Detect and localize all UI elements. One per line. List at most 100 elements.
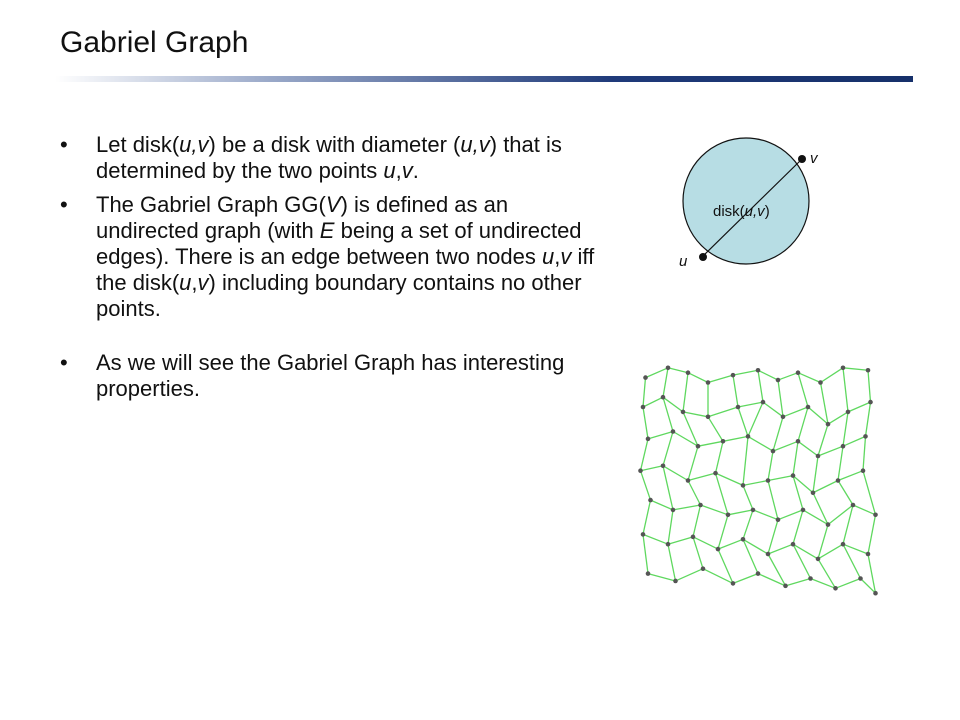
graph-node <box>840 443 846 449</box>
graph-edge <box>762 401 784 418</box>
graph-edge <box>767 543 794 555</box>
graph-edge <box>827 504 854 526</box>
graph-node <box>873 512 878 518</box>
graph-edge <box>767 519 779 555</box>
graph-node <box>750 507 756 513</box>
graph-edge <box>797 372 821 384</box>
graph-edge <box>817 445 844 457</box>
graph-edge <box>810 577 836 589</box>
graph-edge <box>667 544 677 582</box>
graph-node <box>865 367 871 373</box>
graph-edge <box>682 411 699 447</box>
bullet-text: The Gabriel Graph GG( <box>96 192 326 217</box>
graph-edge <box>777 509 804 521</box>
bullet-text: u,v <box>179 132 209 157</box>
graph-edge <box>650 499 674 511</box>
graph-edge <box>742 436 749 486</box>
bullet-list: •Let disk(u,v) be a disk with diameter (… <box>60 132 605 410</box>
bullet-text: v <box>401 158 413 183</box>
bullet-text: u <box>383 158 396 183</box>
graph-node <box>700 566 706 571</box>
graph-edge <box>714 441 724 474</box>
bullet-marker: • <box>60 350 68 375</box>
graph-edge <box>662 367 669 398</box>
graph-edge <box>757 369 779 381</box>
graph-edge <box>640 465 664 472</box>
graph-node <box>705 380 711 385</box>
graph-edge <box>662 397 674 432</box>
bullet-item: •As we will see the Gabriel Graph has in… <box>60 350 605 402</box>
graph-edge <box>785 577 811 587</box>
graph-node <box>858 576 863 581</box>
graph-edge <box>715 472 744 486</box>
graph-edge <box>675 568 704 582</box>
bullet-text: u <box>542 244 555 269</box>
graph-edge <box>797 406 809 442</box>
graph-edge <box>707 406 739 418</box>
graph-node <box>725 512 731 518</box>
graph-edge <box>667 509 674 545</box>
graph-node <box>775 377 781 383</box>
graph-edge <box>842 435 866 447</box>
graph-node <box>770 448 776 454</box>
graph-edge <box>667 367 689 374</box>
graph-node <box>775 517 781 522</box>
point-v-label: v <box>810 150 819 167</box>
graph-node <box>705 414 711 420</box>
graph-edge <box>792 543 812 579</box>
graph-edge <box>732 369 759 376</box>
graph-edge <box>742 485 754 511</box>
graph-node <box>760 399 766 405</box>
bullet-text: iff the disk( <box>96 244 595 295</box>
bullet-text: ) is defined as an undirected graph (wit… <box>96 192 509 243</box>
graph-edge <box>802 509 829 526</box>
graph-node <box>790 473 796 478</box>
graph-edge <box>742 479 769 487</box>
graph-edge <box>662 396 684 413</box>
bullet-marker: • <box>60 132 68 157</box>
graph-edge <box>642 406 649 439</box>
page-title: Gabriel Graph <box>60 26 249 59</box>
graph-node <box>873 590 878 596</box>
graph-node <box>850 502 856 508</box>
graph-edge <box>817 524 829 560</box>
graph-edge <box>717 514 729 550</box>
graph-node <box>645 436 651 442</box>
graph-edge <box>792 441 799 476</box>
point-u-dot <box>699 253 707 261</box>
bullet-marker: • <box>60 192 68 217</box>
graph-node <box>715 546 721 552</box>
graph-edge <box>692 504 702 537</box>
bullet-text: Let disk( <box>96 132 180 157</box>
graph-node <box>660 463 666 469</box>
bullet-text: E <box>319 218 335 243</box>
graph-edge <box>797 440 819 457</box>
graph-edge <box>732 375 739 408</box>
graph-edge <box>732 572 759 585</box>
graph-edge <box>792 509 804 545</box>
graph-node <box>730 581 736 586</box>
graph-edge <box>797 372 809 408</box>
graph-edge <box>697 440 724 447</box>
graph-node <box>860 468 866 473</box>
graph-node <box>795 439 801 444</box>
graph-node <box>825 522 831 527</box>
graph-node <box>740 483 746 488</box>
graph-node <box>865 551 871 557</box>
bullet-text: u,v <box>460 132 490 157</box>
graph-edge <box>827 411 849 425</box>
graph-edge <box>645 367 669 379</box>
graph-edge <box>792 475 814 494</box>
graph-node <box>645 571 651 576</box>
graph-edge <box>742 509 754 540</box>
graph-node <box>840 541 846 547</box>
bullet-text: ) that is determined by the two points <box>96 132 562 183</box>
graph-node <box>735 404 741 410</box>
graph-node <box>800 507 806 513</box>
graph-node <box>755 571 761 576</box>
graph-edge <box>757 370 764 403</box>
graph-edge <box>722 435 749 442</box>
graph-node <box>680 409 686 415</box>
graph-edge <box>714 472 729 515</box>
graph-node <box>690 534 696 540</box>
